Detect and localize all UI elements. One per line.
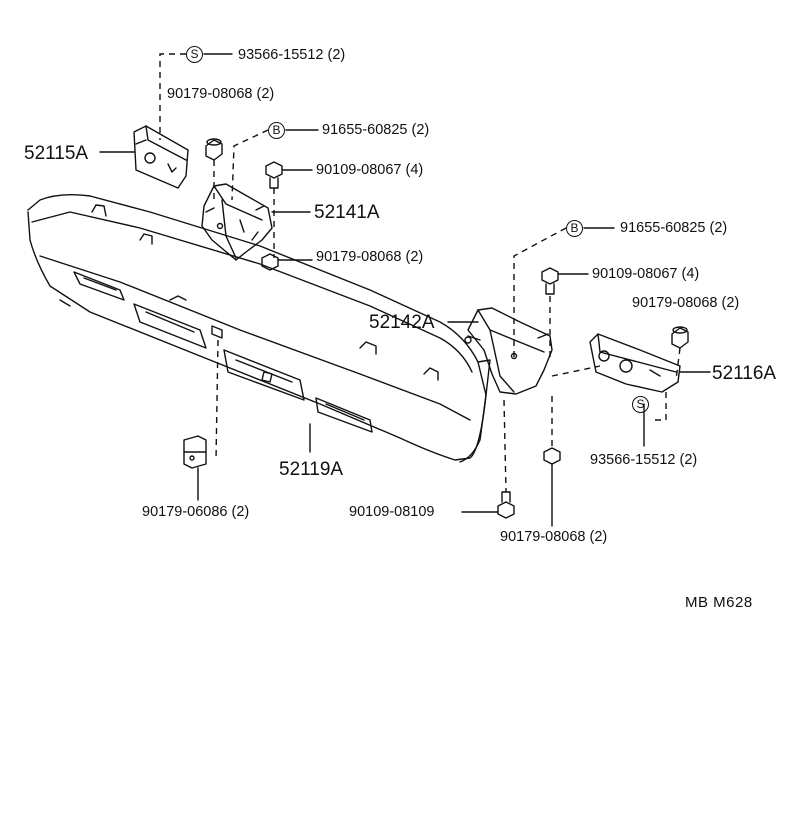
label-91655-60825-right: 91655-60825 (2) <box>620 220 728 236</box>
s-note-badge-top: S <box>186 46 203 63</box>
s-note-badge-bottom: S <box>632 396 649 413</box>
label-52116A: 52116A <box>712 363 777 384</box>
label-90179-08068-mid: 90179-08068 (2) <box>316 249 424 265</box>
label-90179-08068-bottom: 90179-08068 (2) <box>500 529 608 545</box>
label-52119A: 52119A <box>279 459 344 480</box>
label-52115A: 52115A <box>24 143 89 164</box>
clip-90179-06086-drawing <box>183 435 207 501</box>
stay-52142A-drawing <box>447 267 589 527</box>
label-90179-06086: 90179-06086 (2) <box>142 504 250 520</box>
label-52142A: 52142A <box>369 312 435 333</box>
bracket-52116A-drawing <box>589 326 711 393</box>
bracket-52115A-drawing <box>99 125 223 189</box>
b-note-badge-left: B <box>268 122 285 139</box>
label-93566-15512-top: 93566-15512 (2) <box>238 47 346 63</box>
diagram-reference-code: MB M628 <box>685 594 753 611</box>
label-90109-08109: 90109-08109 <box>349 504 435 520</box>
label-90109-08067-right: 90109-08067 (4) <box>592 266 700 282</box>
label-90109-08067-left: 90109-08067 (4) <box>316 162 424 178</box>
label-93566-15512-bottom: 93566-15512 (2) <box>590 452 698 468</box>
label-90179-08068-top: 90179-08068 (2) <box>167 86 275 102</box>
label-90179-08068-right: 90179-08068 (2) <box>632 295 740 311</box>
b-note-badge-right: B <box>566 220 583 237</box>
stay-52141A-drawing <box>201 161 313 271</box>
label-91655-60825-left: 91655-60825 (2) <box>322 122 430 138</box>
bumper-cover-drawing <box>27 193 491 463</box>
label-52141A: 52141A <box>314 202 380 223</box>
